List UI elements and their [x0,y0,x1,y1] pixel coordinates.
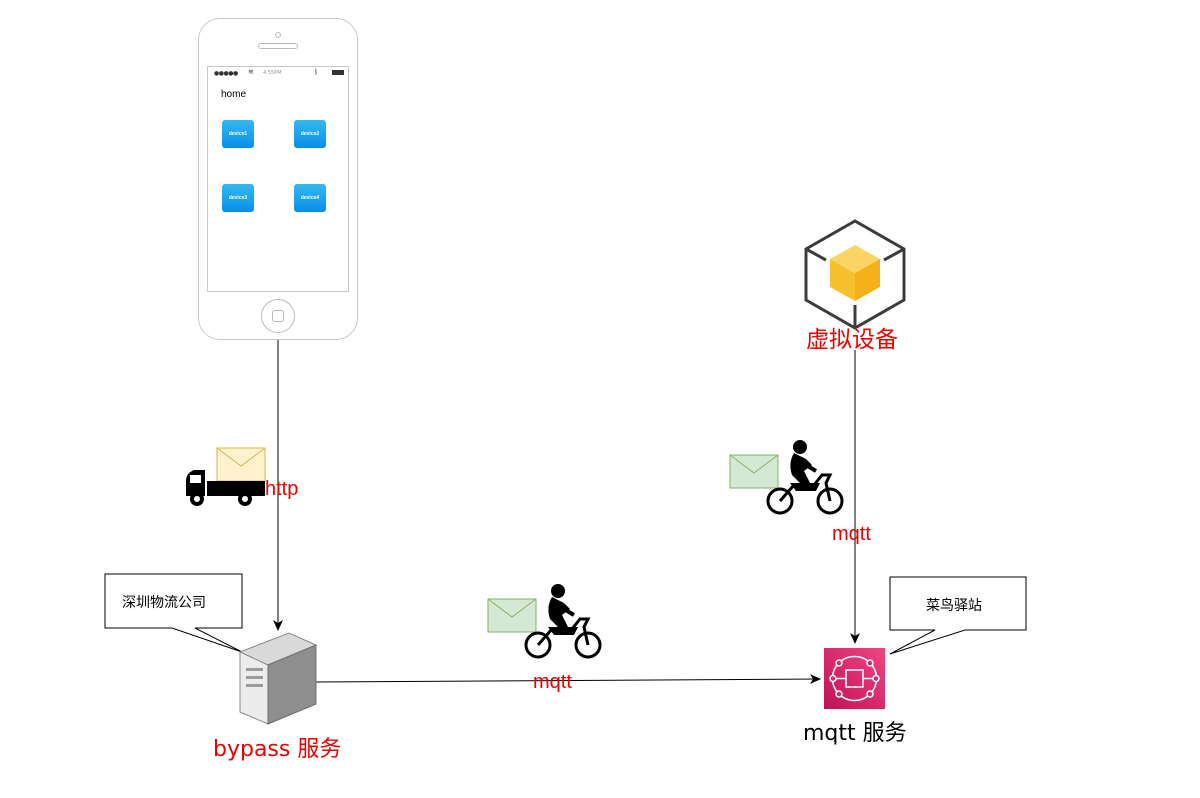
envelope-icon [216,447,266,482]
virtual-device-label: 虚拟设备 [806,327,898,353]
phone-screen: ●●●●● ≋ 4:55PM ᛒ home device1 device2 de… [207,66,349,292]
device3-button[interactable]: device3 [222,184,254,212]
phone-home-button [261,299,295,333]
callout-shenzhen-text: 深圳物流公司 [122,595,206,611]
device1-button[interactable]: device1 [222,120,254,148]
motorcycle-rider-icon [524,584,602,659]
device2-button[interactable]: device2 [294,120,326,148]
connector-bypass-to-mqtt [315,674,821,685]
iot-core-icon [824,648,885,709]
envelope-icon [729,454,779,489]
mqtt-service-label: mqtt 服务 [803,721,907,746]
callout-shenzhen-shape [104,573,243,653]
battery-icon [332,70,344,75]
http-label: http [265,478,299,500]
bypass-service-label: bypass 服务 [213,737,342,762]
cube-icon [804,219,906,330]
envelope-icon [487,598,537,633]
phone-speaker [258,43,298,49]
screen-title: home [221,89,247,100]
server-icon [238,632,318,725]
phone-home-button-inner [272,310,284,322]
mqtt-label-bottom: mqtt [533,671,572,693]
bluetooth-icon: ᛒ [314,68,319,76]
callout-cainiao-text: 菜鸟驿站 [926,598,982,614]
callout-cainiao-shape [889,576,1027,655]
device4-button[interactable]: device4 [294,184,326,212]
mqtt-label-right: mqtt [832,523,871,545]
status-clock: 4:55PM [263,70,282,76]
phone-camera [275,32,281,38]
motorcycle-rider-icon [766,440,844,515]
truck-icon [186,470,265,506]
signal-icon: ●●●●● [214,70,238,77]
wifi-icon: ≋ [248,68,254,76]
phone-status-bar: ●●●●● ≋ 4:55PM ᛒ [208,67,348,79]
